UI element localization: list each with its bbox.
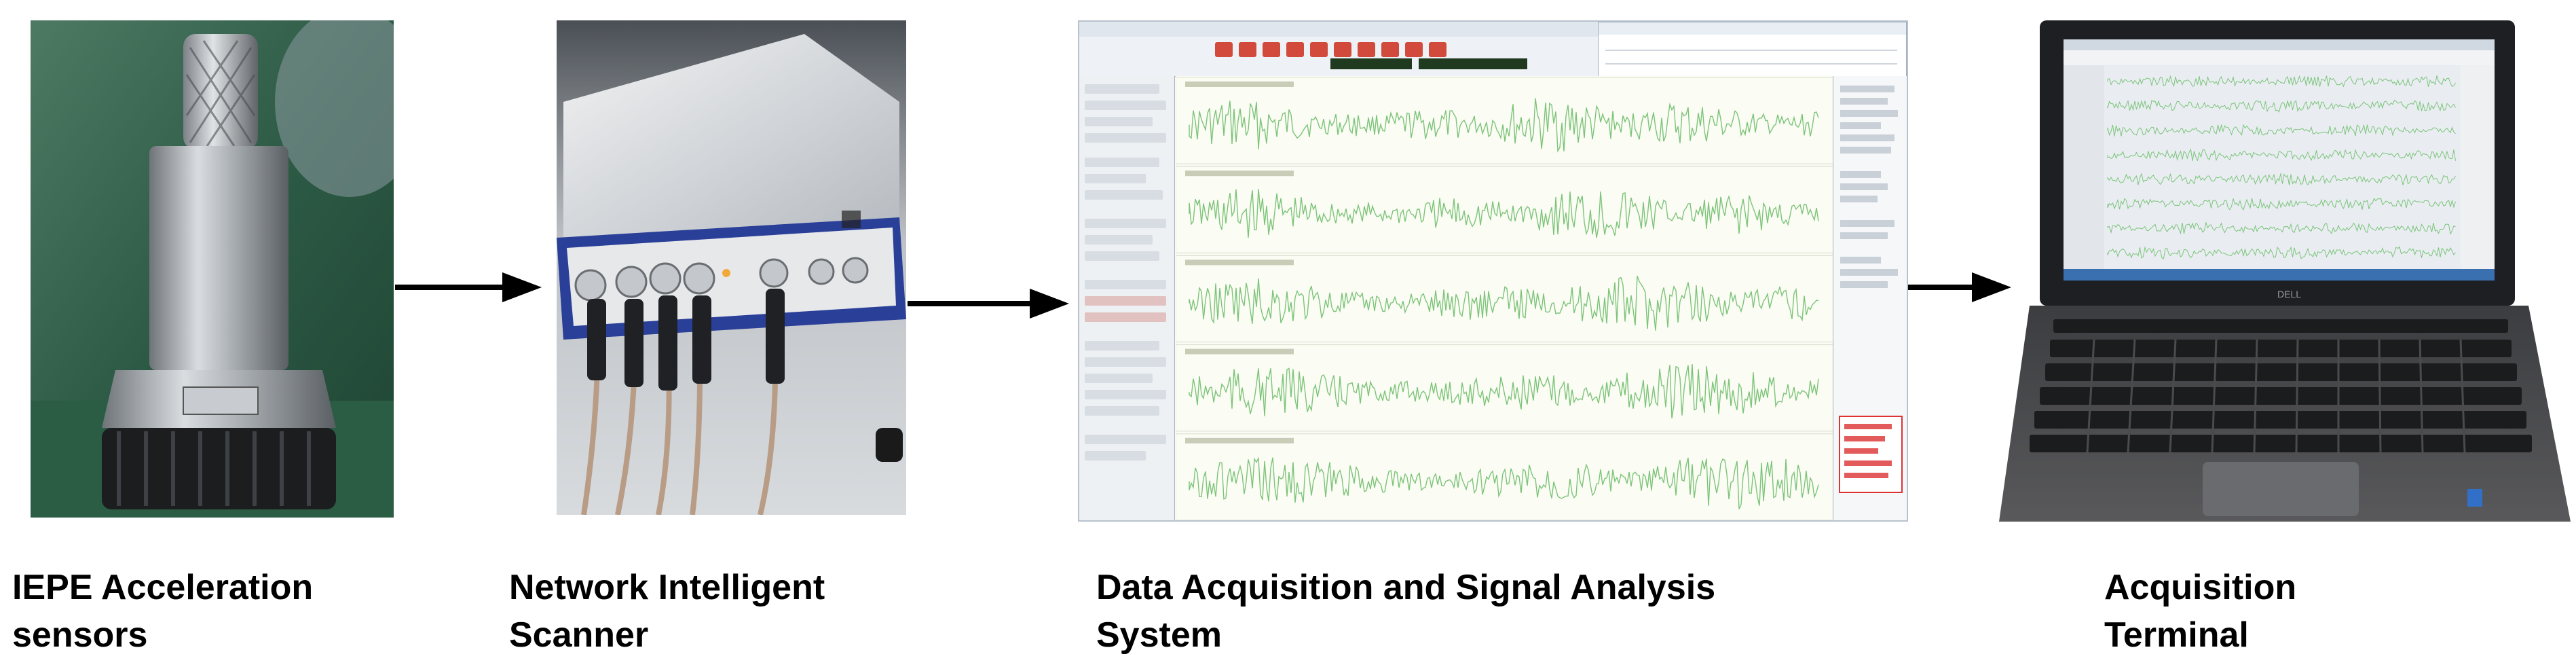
arrow-right-icon xyxy=(395,285,504,290)
status-field xyxy=(1419,58,1527,69)
arrow-right-icon xyxy=(1972,272,2011,302)
arrow-right-icon xyxy=(502,272,542,302)
toolbar-icon xyxy=(1405,42,1423,57)
channel-header xyxy=(1185,170,1294,177)
caption-line: Data Acquisition and Signal Analysis xyxy=(1096,568,1716,607)
toolbar-icon xyxy=(1358,42,1375,57)
toolbar-icon xyxy=(1334,42,1351,57)
alarm-box xyxy=(1839,416,1903,493)
software-right-panel xyxy=(1833,76,1907,520)
arrow-right-icon xyxy=(908,301,1031,306)
toolbar-icon xyxy=(1263,42,1280,57)
channel-header xyxy=(1185,348,1294,355)
sensor-illustration xyxy=(31,20,394,518)
status-field xyxy=(1330,58,1412,69)
caption-line: Terminal xyxy=(2104,615,2249,655)
channel-band xyxy=(1175,344,1834,432)
software-screenshot xyxy=(1078,20,1908,522)
laptop-waveform xyxy=(2107,198,2456,211)
laptop-screen-waves xyxy=(2107,75,2456,259)
scanner-illustration xyxy=(557,20,906,515)
software-left-panel xyxy=(1079,76,1175,520)
channel-waveform xyxy=(1189,98,1819,153)
channel-header xyxy=(1185,259,1294,266)
toolbar-icon xyxy=(1239,42,1256,57)
laptop-waveform xyxy=(2107,173,2456,185)
toolbar-icon xyxy=(1286,42,1304,57)
channel-waveform xyxy=(1189,363,1819,419)
caption-system: Data Acquisition and Signal Analysis Sys… xyxy=(1096,564,1715,659)
toolbar-icon xyxy=(1215,42,1233,57)
arrow-right-icon xyxy=(1030,289,1069,319)
laptop-photo: DELL xyxy=(1999,20,2571,522)
channel-header xyxy=(1185,82,1294,87)
caption-line: sensors xyxy=(12,615,148,655)
caption-line: System xyxy=(1096,615,1222,655)
caption-line: Acquisition xyxy=(2104,568,2297,607)
channel-waveform xyxy=(1189,189,1819,238)
laptop-waveform xyxy=(2107,99,2456,113)
caption-terminal: Acquisition Terminal xyxy=(2104,564,2296,659)
laptop-waveform xyxy=(2107,124,2456,137)
caption-line: Scanner xyxy=(509,615,649,655)
channel-band xyxy=(1175,255,1834,343)
waveform-channels xyxy=(1175,77,1834,520)
waveform-plot-area xyxy=(1175,76,1834,520)
channel-band xyxy=(1175,77,1834,164)
toolbar-icon xyxy=(1381,42,1399,57)
svg-text:DELL: DELL xyxy=(2277,289,2301,300)
laptop-waveform xyxy=(2107,148,2456,162)
laptop-waveform xyxy=(2107,75,2456,88)
caption-sensors: IEPE Acceleration sensors xyxy=(12,564,313,659)
channel-header xyxy=(1185,437,1294,444)
laptop-illustration: DELL xyxy=(1999,20,2571,522)
channel-waveform xyxy=(1189,456,1819,509)
arrow-right-icon xyxy=(1908,285,1973,290)
channel-band xyxy=(1175,166,1834,253)
channel-waveform xyxy=(1189,276,1819,331)
caption-scanner: Network Intelligent Scanner xyxy=(509,564,825,659)
scanner-photo xyxy=(557,20,906,515)
toolbar-icon xyxy=(1429,42,1446,57)
sensor-photo xyxy=(31,20,394,518)
toolbar-icon xyxy=(1310,42,1328,57)
caption-line: Network Intelligent xyxy=(509,568,825,607)
laptop-waveform xyxy=(2107,221,2456,236)
caption-line: IEPE Acceleration xyxy=(12,568,314,607)
laptop-waveform xyxy=(2107,246,2456,259)
